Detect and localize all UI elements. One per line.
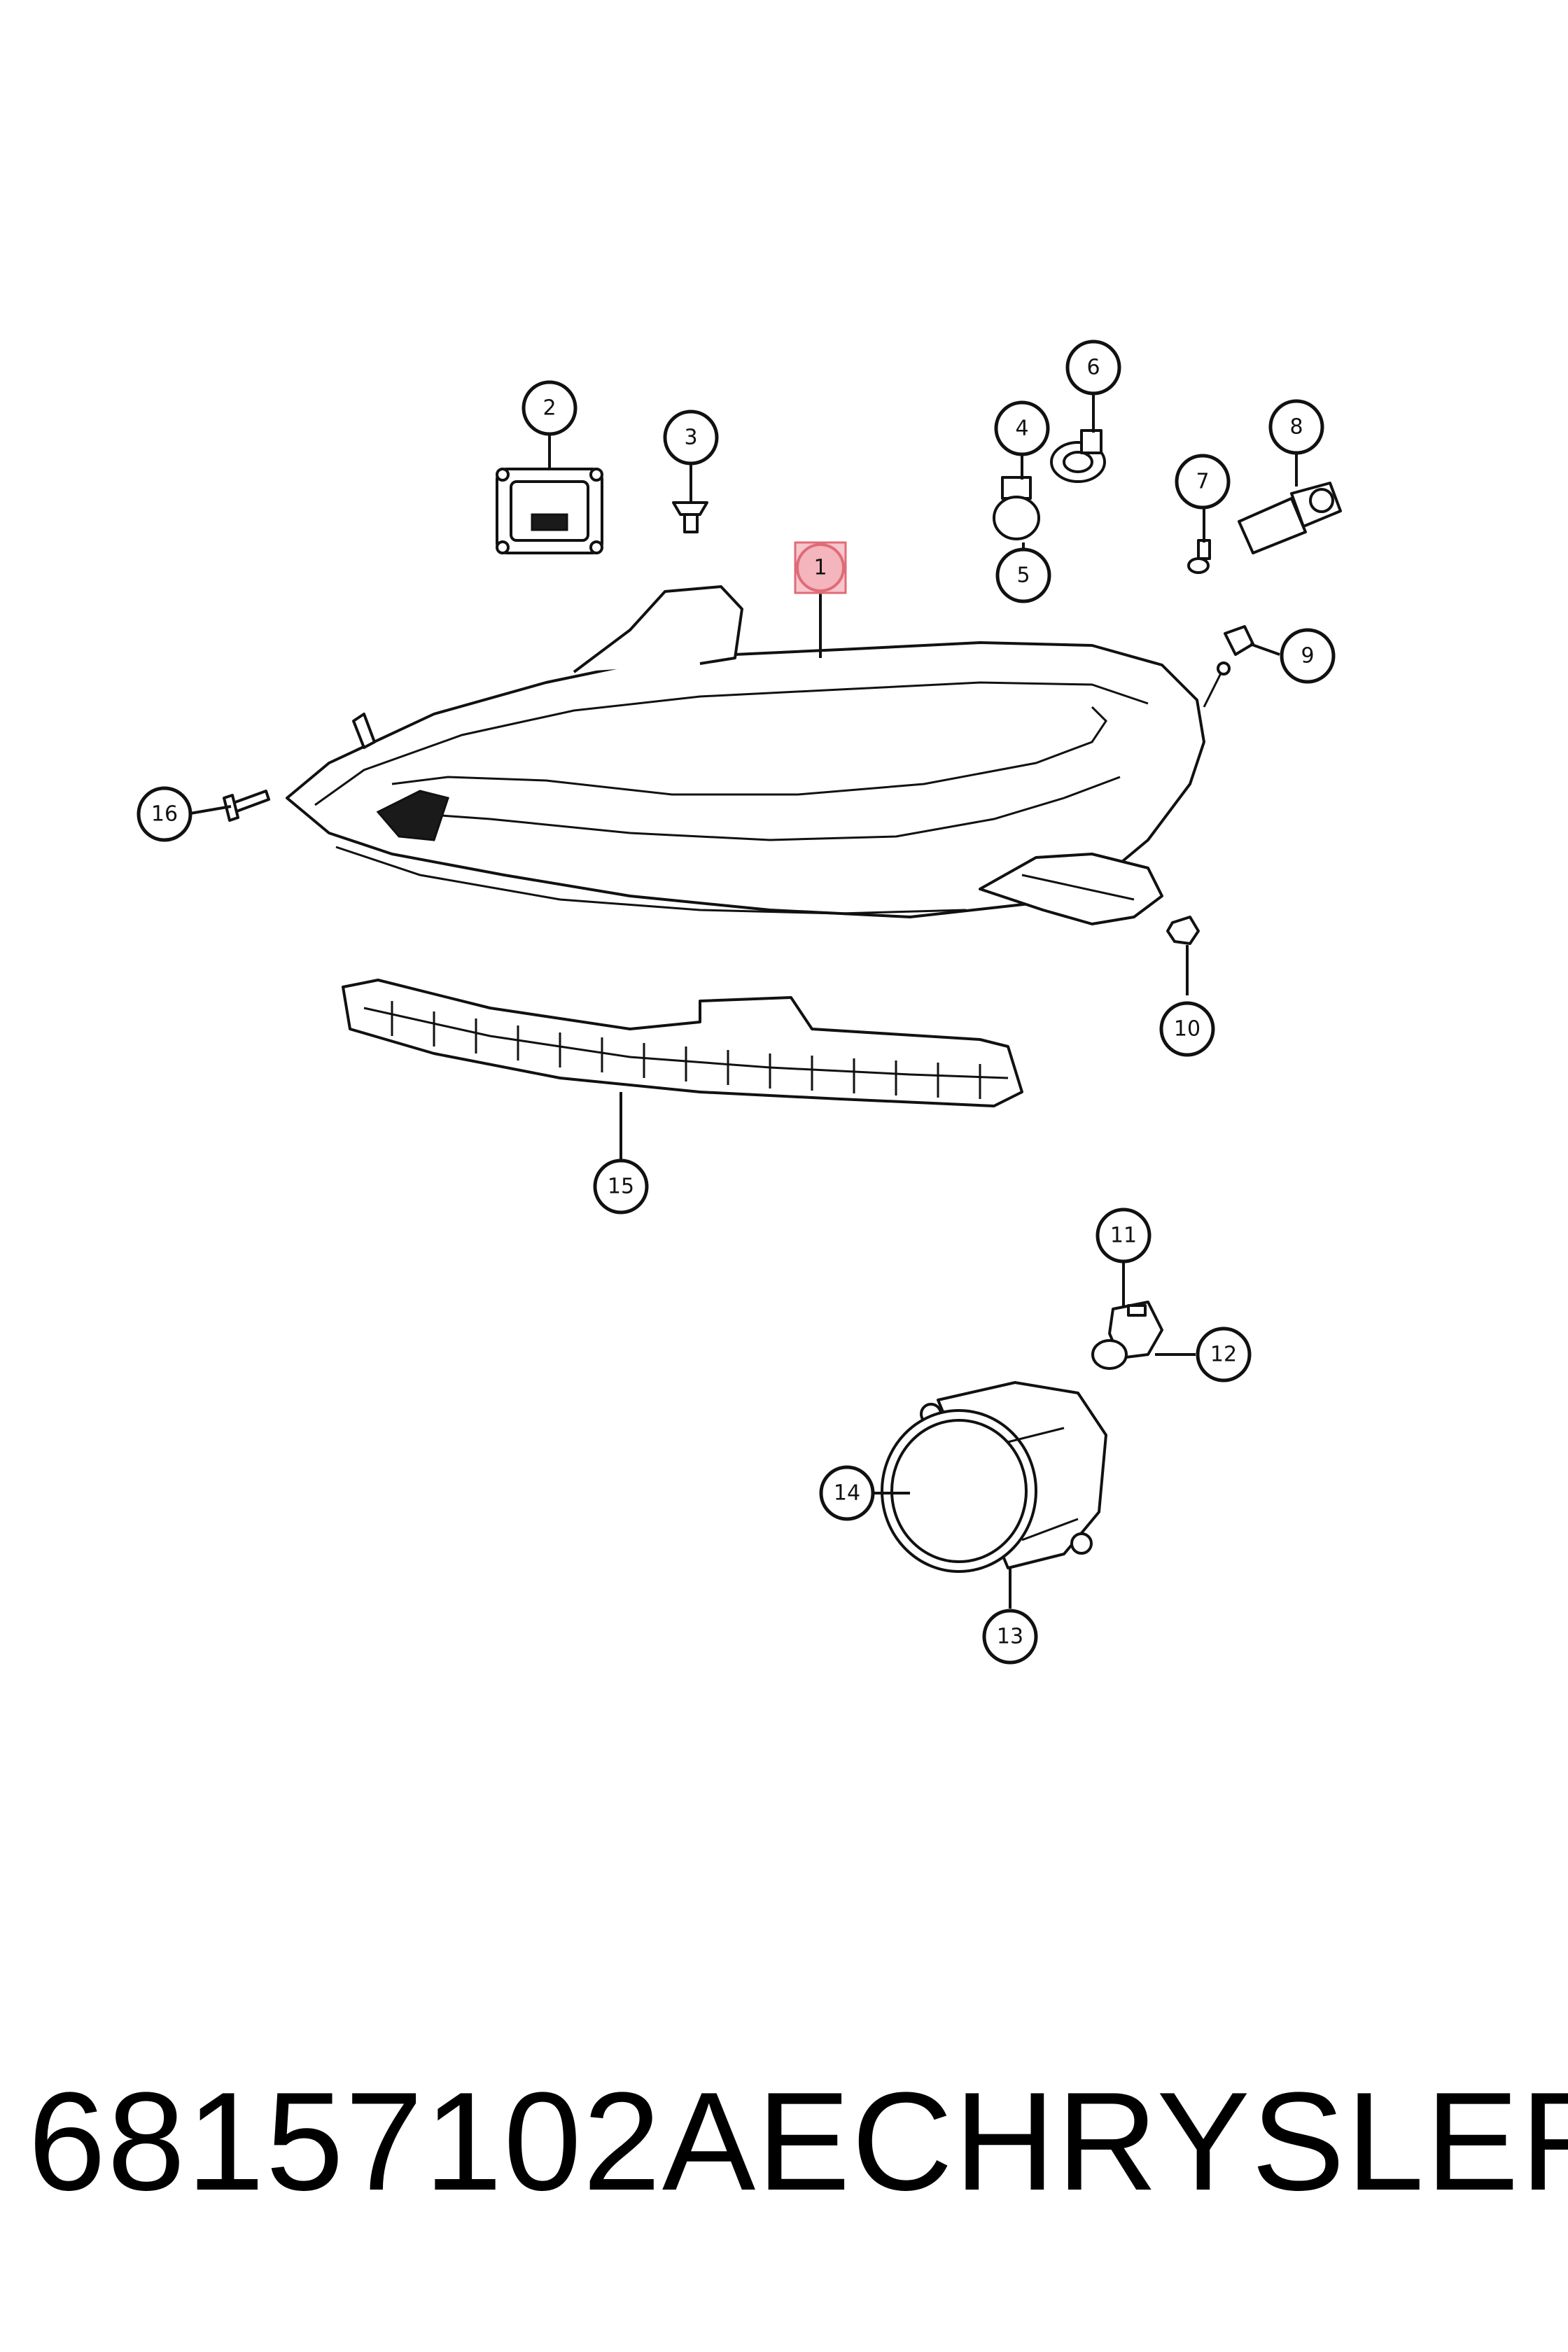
callout-1-label: 1 — [813, 556, 827, 580]
part-number: 68157102AE — [28, 2064, 852, 2220]
control-module-part — [496, 468, 603, 554]
small-bulb-part — [1187, 539, 1211, 574]
callout-12[interactable]: 12 — [1196, 1326, 1252, 1382]
callout-14[interactable]: 14 — [819, 1465, 875, 1521]
callout-4-label: 4 — [1015, 416, 1028, 441]
nut-part — [1166, 916, 1200, 945]
callout-3[interactable]: 3 — [663, 410, 719, 465]
callout-13-label: 13 — [997, 1625, 1023, 1649]
fog-bulb-part — [1091, 1301, 1163, 1370]
callout-13[interactable]: 13 — [982, 1609, 1038, 1665]
callout-7-label: 7 — [1196, 470, 1209, 494]
socket-assembly-part — [1238, 482, 1342, 554]
callout-9[interactable]: 9 — [1280, 628, 1336, 684]
callout-6[interactable]: 6 — [1065, 340, 1121, 396]
callout-8[interactable]: 8 — [1268, 399, 1324, 455]
callout-10[interactable]: 10 — [1159, 1001, 1215, 1057]
push-pin-part — [672, 501, 708, 533]
callout-1[interactable]: 1 — [794, 541, 847, 594]
callout-11[interactable]: 11 — [1096, 1208, 1152, 1264]
bulb-part — [993, 476, 1040, 540]
fog-lamp-part — [881, 1381, 1107, 1573]
callout-14-label: 14 — [834, 1481, 860, 1506]
callout-7[interactable]: 7 — [1175, 454, 1231, 510]
clip-part — [1224, 625, 1254, 656]
brand-name: CHRYSLER — [851, 2064, 1568, 2220]
callout-5[interactable]: 5 — [995, 547, 1051, 603]
callout-5-label: 5 — [1016, 564, 1030, 588]
callout-16-label: 16 — [151, 802, 178, 827]
seal-ring-part — [1050, 429, 1106, 483]
callout-6-label: 6 — [1086, 356, 1100, 380]
callout-9-label: 9 — [1301, 644, 1314, 668]
callout-15-label: 15 — [608, 1175, 634, 1199]
callout-2-label: 2 — [542, 396, 556, 421]
callout-16[interactable]: 16 — [136, 786, 192, 842]
callout-3-label: 3 — [684, 426, 697, 450]
callout-15[interactable]: 15 — [593, 1158, 649, 1214]
callout-12-label: 12 — [1210, 1343, 1237, 1367]
lower-bracket-part — [342, 979, 1023, 1107]
callout-11-label: 11 — [1110, 1224, 1137, 1248]
callout-4[interactable]: 4 — [994, 400, 1050, 456]
leader-9 — [1250, 643, 1280, 656]
caption-bar: 68157102AE CHRYSLER — [28, 2051, 1568, 2233]
leader-16 — [190, 805, 232, 815]
callout-1-circle — [796, 543, 845, 592]
callout-10-label: 10 — [1174, 1017, 1200, 1042]
callout-8-label: 8 — [1289, 415, 1303, 440]
headlamp-assembly-part — [286, 585, 1231, 925]
leader-lines — [190, 389, 1298, 1609]
callout-2[interactable]: 2 — [522, 380, 578, 436]
